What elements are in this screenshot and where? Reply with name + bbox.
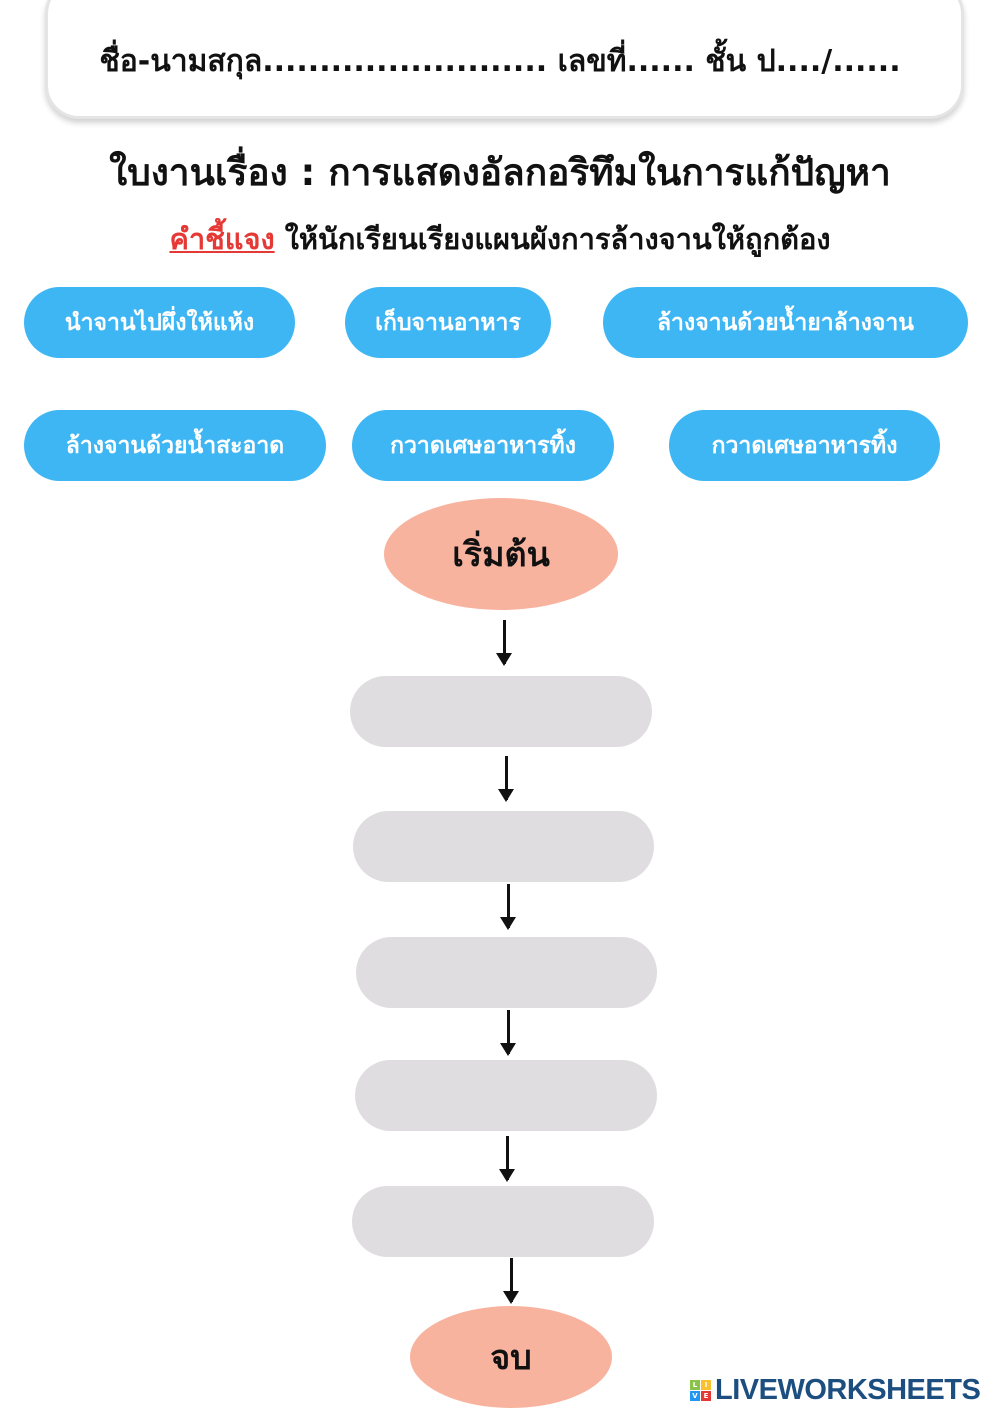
drop-slot-5[interactable] (352, 1186, 654, 1257)
logo-text: LIVEWORKSHEETS (715, 1374, 981, 1406)
drop-slot-3[interactable] (356, 937, 657, 1008)
instruction: คำชี้แจง ให้นักเรียนเรียงแผนผังการล้างจา… (0, 216, 1000, 262)
drop-slot-1[interactable] (350, 676, 652, 747)
logo-letter: E (701, 1391, 711, 1401)
flow-end: จบ (410, 1306, 612, 1408)
name-header-box (45, 0, 964, 119)
choice-scrape-food-2[interactable]: กวาดเศษอาหารทิ้ง (669, 410, 940, 481)
arrow-down-icon (500, 1010, 516, 1056)
flow-start: เริ่มต้น (384, 498, 618, 610)
choice-collect-dishes[interactable]: เก็บจานอาหาร (345, 287, 551, 358)
worksheet-title: ใบงานเรื่อง : การแสดงอัลกอริทึมในการแก้ป… (109, 151, 891, 194)
arrow-down-icon (496, 620, 512, 666)
arrow-down-icon (500, 884, 516, 930)
liveworksheets-logo: L I V E LIVEWORKSHEETS (690, 1374, 981, 1407)
choice-dry-dishes[interactable]: นำจานไปผึ่งให้แห้ง (24, 287, 295, 358)
logo-mark-icon: L I V E (690, 1380, 711, 1401)
drop-slot-2[interactable] (353, 811, 654, 882)
arrow-down-icon (499, 1136, 515, 1182)
instruction-text: ให้นักเรียนเรียงแผนผังการล้างจานให้ถูกต้… (274, 222, 831, 256)
logo-letter: V (690, 1391, 700, 1401)
arrow-down-icon (503, 1258, 519, 1304)
logo-letter: I (701, 1380, 711, 1390)
choice-rinse-clean-water[interactable]: ล้างจานด้วยน้ำสะอาด (24, 410, 326, 481)
drop-slot-4[interactable] (355, 1060, 657, 1131)
logo-letter: L (690, 1380, 700, 1390)
student-info-line: ชื่อ-นามสกุล......................... เล… (99, 44, 901, 79)
instruction-label: คำชี้แจง (169, 222, 275, 256)
arrow-down-icon (498, 756, 514, 802)
choice-wash-detergent[interactable]: ล้างจานด้วยน้ำยาล้างจาน (603, 287, 968, 358)
choice-scrape-food[interactable]: กวาดเศษอาหารทิ้ง (352, 410, 614, 481)
